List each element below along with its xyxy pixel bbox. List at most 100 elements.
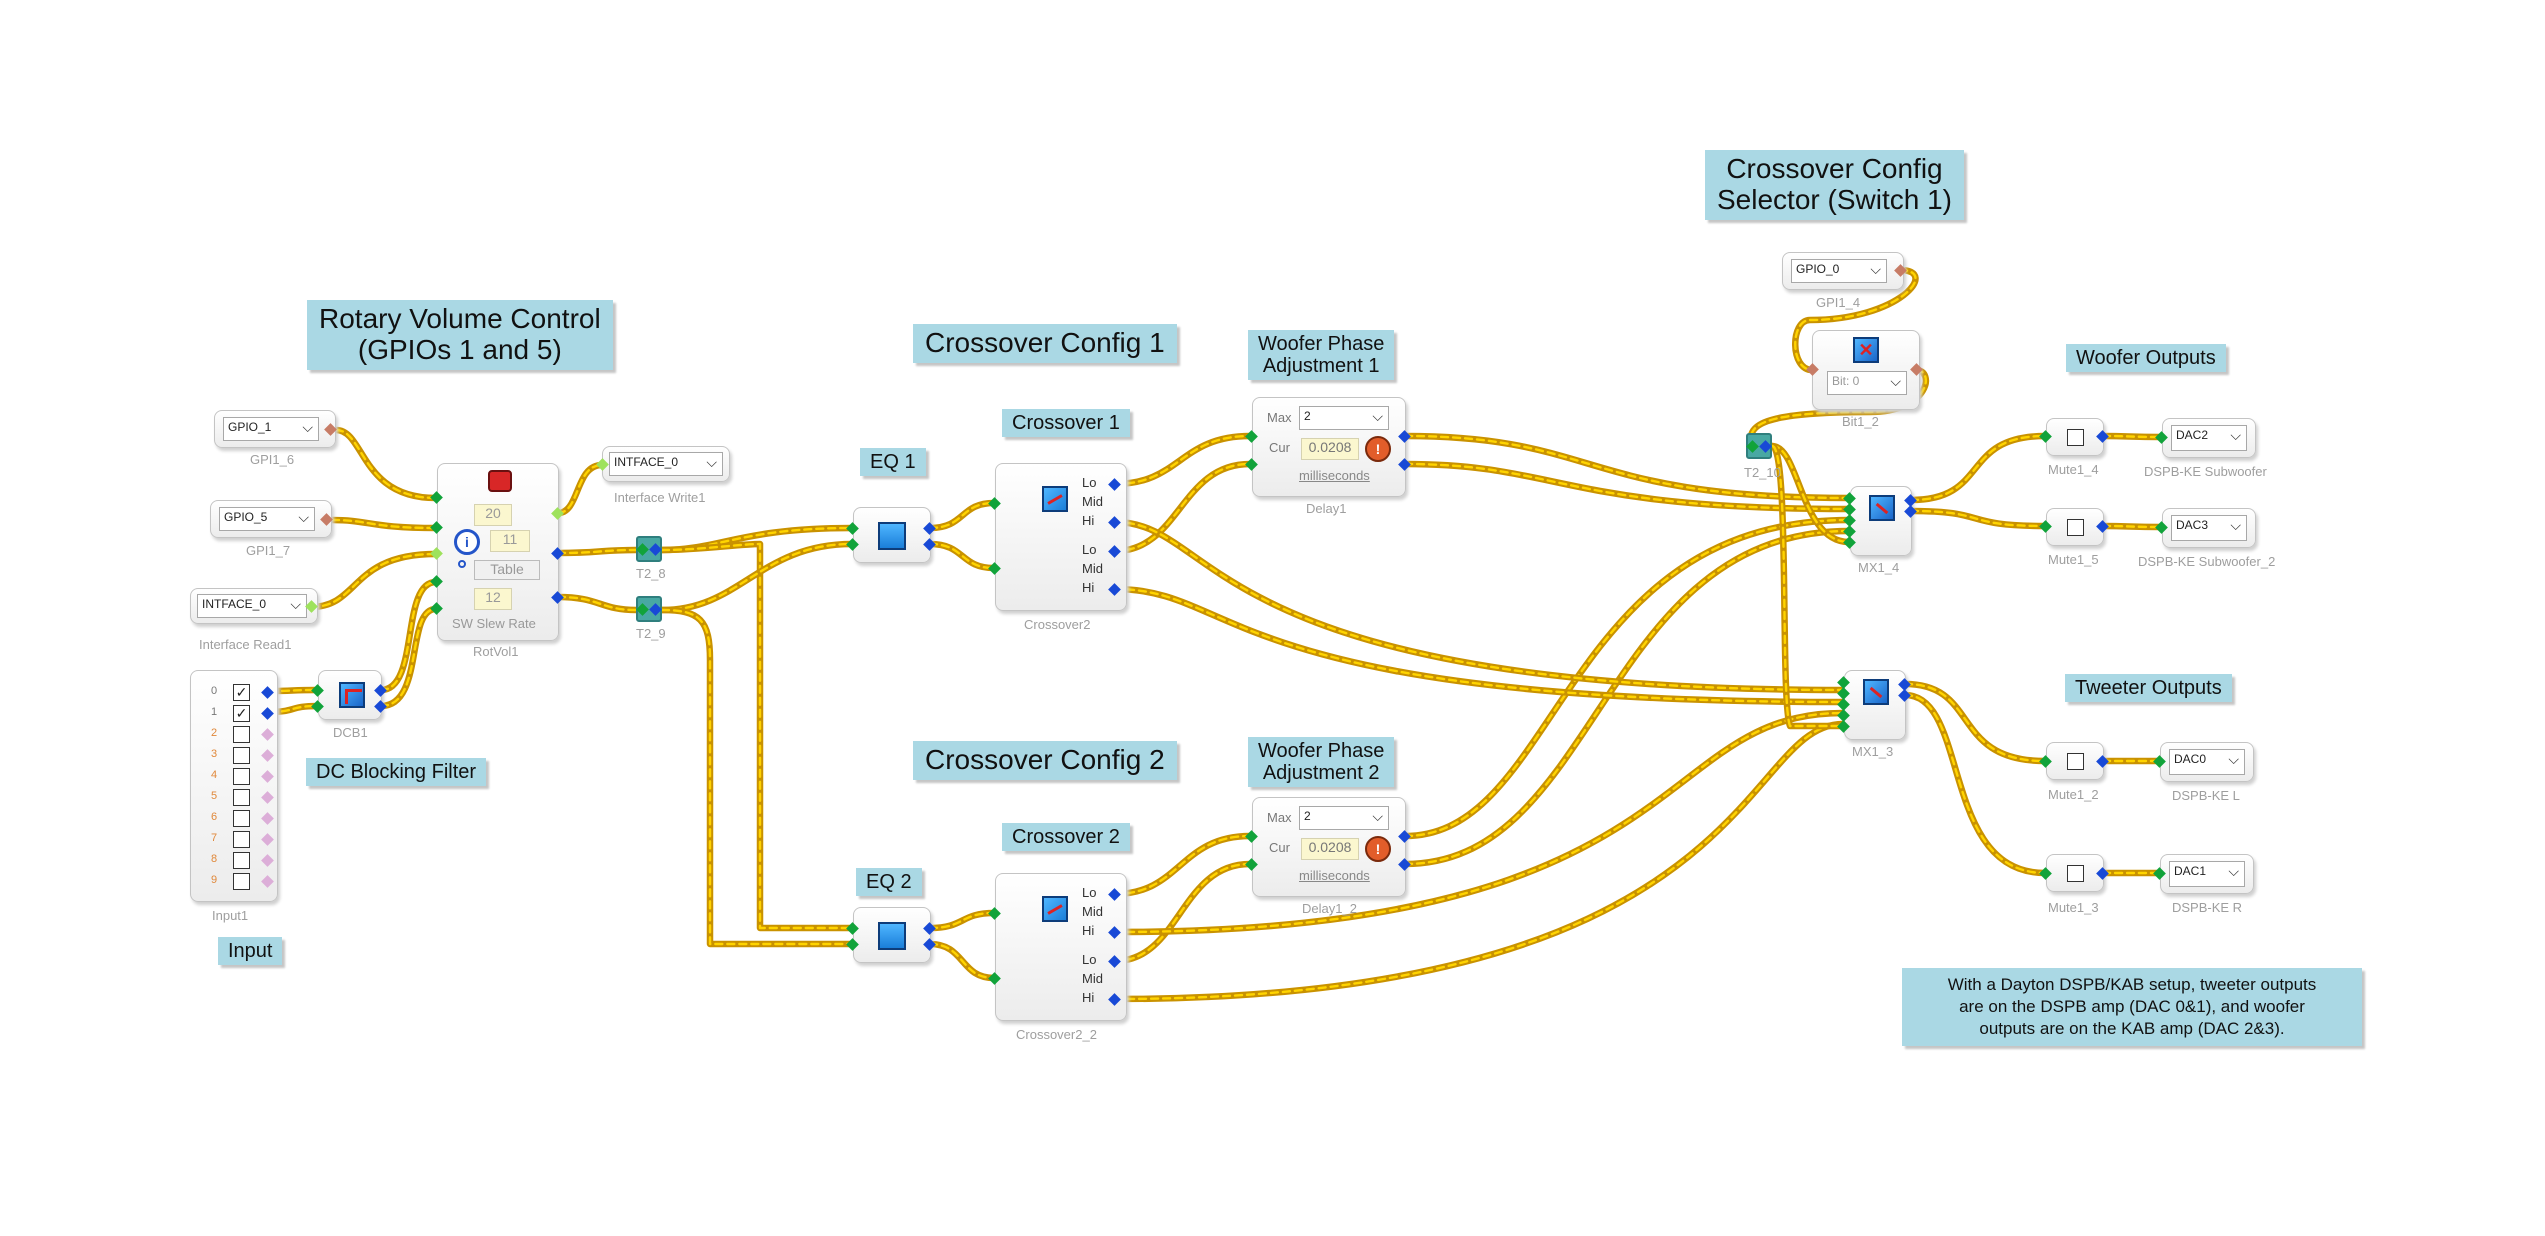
signal-wire[interactable] [1111,860,1254,965]
delay2-unit-link[interactable]: milliseconds [1299,868,1370,883]
delay1-unit-link[interactable]: milliseconds [1299,468,1370,483]
interface-write-select[interactable]: INTFACE_0⌵ [609,452,723,476]
input-channel-pin[interactable] [261,770,274,783]
gpio-0-select[interactable]: GPIO_0⌵ [1791,259,1887,283]
dcb1-block[interactable] [318,670,382,720]
t2-10-caption: T2_10 [1744,465,1781,480]
dac0-block[interactable]: DAC0⌵ [2160,742,2254,782]
woofer-phase-1-line2: Adjustment 1 [1262,355,1380,377]
bit-select[interactable]: Bit: 0⌵ [1827,371,1907,395]
input-channel-checkbox[interactable] [233,873,250,890]
dcb1-caption: DCB1 [333,725,368,740]
input-channel-checkbox[interactable]: ✓ [233,684,250,701]
mx1-4-block[interactable] [1850,486,1912,556]
dac3-select[interactable]: DAC3⌵ [2171,515,2247,541]
input-channel-checkbox[interactable] [233,726,250,743]
note-line1: With a Dayton DSPB/KAB setup, tweeter ou… [1947,975,2317,994]
rotvol1-block[interactable]: 20 i 11 Table 12 SW Slew Rate [437,463,559,641]
mx1-3-block[interactable] [1844,670,1906,740]
mute1-5-block[interactable] [2046,508,2104,546]
crossover2-block[interactable]: Lo Mid Hi Lo Mid Hi [995,463,1127,611]
dial-icon[interactable]: ! [1365,836,1391,862]
xo1-port-mid-a: Mid [1082,494,1103,509]
delay1-block[interactable]: Max 2⌵ Cur 0.0208 ! milliseconds [1252,397,1406,497]
chevron-down-icon: ⌵ [1372,808,1383,824]
eq1-block[interactable] [853,507,931,563]
mute1-5-checkbox[interactable] [2067,519,2084,536]
dac1-select[interactable]: DAC1⌵ [2169,861,2245,887]
delay1-2-block[interactable]: Max 2⌵ Cur 0.0208 ! milliseconds [1252,797,1406,897]
dac2-block[interactable]: DAC2⌵ [2162,418,2256,458]
delay1-cur-value[interactable]: 0.0208 [1301,438,1359,460]
gpi1-6-block[interactable]: GPIO_1⌵ [214,410,336,448]
input-channel-checkbox[interactable] [233,768,250,785]
dac1-block[interactable]: DAC1⌵ [2160,854,2254,894]
mute1-2-block[interactable] [2046,742,2104,780]
dial-icon[interactable]: ! [1365,436,1391,462]
mute1-2-checkbox[interactable] [2067,753,2084,770]
input-channel-pin[interactable] [261,812,274,825]
input-channel-pin[interactable] [261,686,274,699]
rotvol-table-button[interactable]: Table [474,560,540,580]
interface-read1-block[interactable]: INTFACE_0⌵ [190,588,318,624]
dac0-select[interactable]: DAC0⌵ [2169,749,2245,775]
input-channel-checkbox[interactable] [233,789,250,806]
signal-wire[interactable] [658,540,856,932]
xo2-port-lo-a: Lo [1082,885,1097,900]
delay1-max-select[interactable]: 2⌵ [1299,406,1389,430]
gpi1-4-block[interactable]: GPIO_0⌵ [1782,252,1904,290]
input-channel-checkbox[interactable] [233,852,250,869]
delay2-max-select[interactable]: 2⌵ [1299,806,1389,830]
gpio-1-select[interactable]: GPIO_1⌵ [223,417,319,441]
gpio-5-select[interactable]: GPIO_5⌵ [219,507,315,531]
input-channel-pin[interactable] [261,791,274,804]
signal-wire[interactable] [1901,691,2049,877]
signal-wire[interactable] [1901,680,2049,765]
woofer-phase-1-line1: Woofer Phase [1258,333,1385,355]
mute1-3-block[interactable] [2046,854,2104,892]
volume-knob-icon [488,470,512,492]
input-channel-pin[interactable] [261,833,274,846]
rotvol-value-12[interactable]: 12 [474,588,512,610]
signal-wire-highlight [1903,693,2047,875]
gpi1-7-block[interactable]: GPIO_5⌵ [210,500,332,538]
signal-wire[interactable] [926,909,998,932]
rotvol-value-11[interactable]: 11 [490,530,530,552]
info-icon[interactable]: i [454,529,480,555]
eq2-block[interactable] [853,907,931,963]
signal-wire[interactable] [332,426,440,502]
signal-wire[interactable] [554,461,606,517]
mute1-4-block[interactable] [2046,418,2104,456]
dac3-block[interactable]: DAC3⌵ [2162,508,2256,548]
dac2-select[interactable]: DAC2⌵ [2171,425,2247,451]
mute1-3-checkbox[interactable] [2067,865,2084,882]
dac0-caption: DSPB-KE L [2172,788,2240,803]
input-channel-checkbox[interactable]: ✓ [233,705,250,722]
input-channel-pin[interactable] [261,728,274,741]
input-channel-pin[interactable] [261,707,274,720]
input-channel-checkbox[interactable] [233,810,250,827]
crossover2-2-block[interactable]: Lo Mid Hi Lo Mid Hi [995,873,1127,1021]
rotvol-value-20[interactable]: 20 [474,504,512,526]
input-channel-pin[interactable] [261,875,274,888]
t2-8-caption: T2_8 [636,566,666,581]
gpi1-4-caption: GPI1_4 [1816,295,1861,310]
mute1-5-caption: Mute1_5 [2048,552,2099,567]
signal-wire[interactable] [1111,460,1254,555]
mute1-4-checkbox[interactable] [2067,429,2084,446]
bit-switch-block[interactable]: ✕ Bit: 0⌵ [1812,330,1920,410]
input-channel-checkbox[interactable] [233,747,250,764]
signal-wire[interactable] [1768,442,1847,730]
input-channel-pin[interactable] [261,749,274,762]
signal-wire-highlight [556,595,638,612]
interface-read-select[interactable]: INTFACE_0⌵ [197,594,307,618]
input-channel-pin[interactable] [261,854,274,867]
delay2-cur-value[interactable]: 0.0208 [1301,838,1359,860]
signal-wire[interactable] [1907,432,2049,504]
interface-write1-block[interactable]: INTFACE_0⌵ [602,446,730,482]
input-channel-checkbox[interactable] [233,831,250,848]
tweeter-outputs-label: Tweeter Outputs [2065,674,2232,702]
